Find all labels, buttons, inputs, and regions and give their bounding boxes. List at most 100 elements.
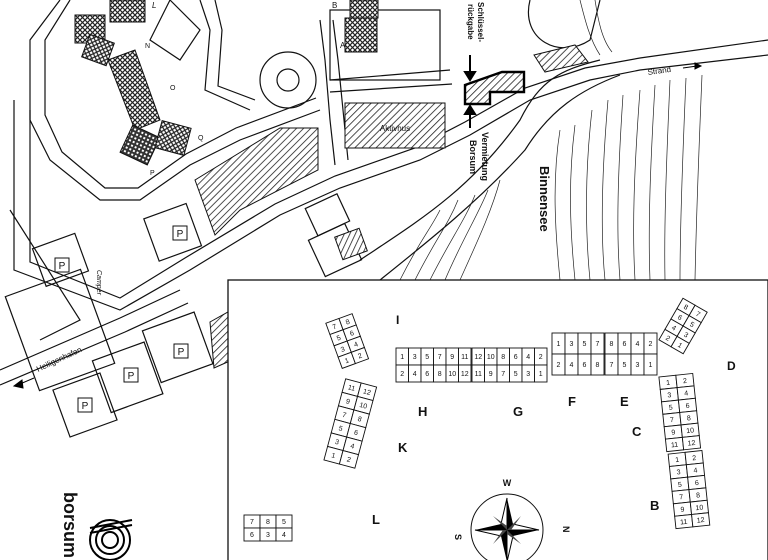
unit-number: 2 (683, 378, 688, 385)
unit-cell: 12 (471, 347, 485, 366)
unit-number: 7 (694, 311, 701, 319)
heiligenhafen-arrow-icon (12, 377, 35, 389)
unit-number: 1 (666, 380, 671, 387)
unit-number: 4 (353, 341, 359, 349)
unit-number: 3 (570, 341, 574, 348)
unit-number: 9 (345, 398, 351, 406)
unit-cell: 8 (496, 347, 510, 366)
unit-cell: 5 (661, 399, 681, 415)
unit-cell: 8 (590, 353, 605, 376)
unit-cell: 2 (395, 364, 409, 383)
unit-number: 1 (676, 342, 683, 350)
unit-number: 4 (570, 362, 574, 369)
unit-cell: 4 (630, 332, 645, 355)
parking-icon: P (54, 257, 70, 273)
unit-number: 5 (688, 321, 695, 329)
block-label-i: I (396, 313, 399, 327)
unit-number: 8 (687, 415, 692, 422)
unit-cell: 1 (667, 451, 687, 468)
block-label-h: H (418, 404, 427, 419)
camper-label: Camper (95, 270, 102, 296)
unit-cell: 10 (680, 422, 700, 438)
unit-number: 12 (474, 354, 482, 361)
parking-markers: P P P P P (54, 225, 189, 413)
unit-number: 11 (680, 519, 688, 527)
unit-cell: 4 (685, 462, 706, 478)
unit-number: 6 (685, 403, 690, 410)
unit-cell: 9 (484, 364, 498, 383)
unit-number: 5 (425, 354, 429, 361)
unit-number: 9 (680, 506, 685, 513)
unit-number: 9 (450, 354, 454, 361)
unit-number: 4 (526, 354, 530, 361)
unit-cell: 7 (604, 353, 619, 376)
strand-label: Strand (647, 65, 672, 77)
unit-cell: 12 (691, 512, 711, 528)
base-map (0, 0, 768, 438)
unit-number: 12 (687, 440, 696, 448)
unit-number: 3 (334, 439, 340, 447)
unit-number: 4 (670, 325, 677, 333)
key-return-building (463, 70, 526, 106)
unit-cell: 7 (433, 347, 447, 366)
unit-cell: 5 (617, 353, 632, 376)
unit-cell: 5 (509, 364, 523, 383)
parking-icon: P (123, 367, 139, 383)
svg-text:L: L (152, 1, 156, 10)
unit-cell: 2 (338, 450, 360, 469)
block-label-e: E (620, 394, 629, 409)
unit-number: 2 (400, 371, 404, 378)
unit-number: 6 (250, 532, 254, 539)
unit-number: 10 (487, 354, 495, 361)
unit-number: 1 (557, 341, 561, 348)
unit-number: 7 (250, 519, 254, 526)
unit-number: 8 (501, 354, 505, 361)
block-label-f: F (568, 394, 576, 409)
unit-cell: 8 (688, 487, 708, 503)
unit-number: 3 (636, 362, 640, 369)
unit-cell: 11 (458, 347, 472, 366)
unit-number: 6 (514, 354, 518, 361)
unit-number: 5 (678, 482, 683, 489)
unit-number: 6 (623, 341, 627, 348)
unit-cell: 6 (420, 364, 434, 383)
unit-cell: 1 (643, 353, 658, 376)
aktivhus-label: Aktivhus (380, 124, 410, 133)
unit-cell: 6 (509, 347, 523, 366)
unit-number: 11 (347, 384, 356, 393)
svg-text:A: A (340, 41, 346, 50)
unit-number: 12 (461, 371, 469, 378)
unit-number: 11 (475, 371, 482, 378)
strand-arrow-icon (682, 62, 703, 70)
unit-cell: 10 (484, 347, 498, 366)
unit-number: 6 (349, 330, 355, 338)
unit-number: 7 (596, 341, 600, 348)
svg-text:W: W (503, 478, 512, 488)
unit-cell: 2 (643, 332, 658, 355)
unit-number: 6 (583, 362, 587, 369)
unit-cell: 2 (675, 372, 695, 389)
unit-number: 10 (448, 371, 456, 378)
unit-cell: 7 (496, 364, 510, 383)
unit-number: 8 (696, 492, 701, 499)
svg-text:Q: Q (198, 135, 204, 142)
unit-number: 6 (353, 429, 359, 437)
unit-cell: 11 (471, 364, 485, 383)
unit-number: 12 (697, 517, 706, 525)
unit-number: 2 (649, 341, 653, 348)
parking-icon: P (77, 397, 93, 413)
swirl-logo-icon (89, 519, 133, 560)
unit-cell: 6 (577, 353, 592, 376)
unit-cell: 7 (662, 412, 682, 428)
svg-text:O: O (170, 85, 176, 92)
unit-number: 5 (282, 519, 286, 526)
unit-number: 4 (350, 443, 356, 451)
unit-cell: 9 (672, 501, 693, 517)
unit-number: 3 (676, 469, 681, 476)
unit-number: 4 (693, 467, 698, 474)
